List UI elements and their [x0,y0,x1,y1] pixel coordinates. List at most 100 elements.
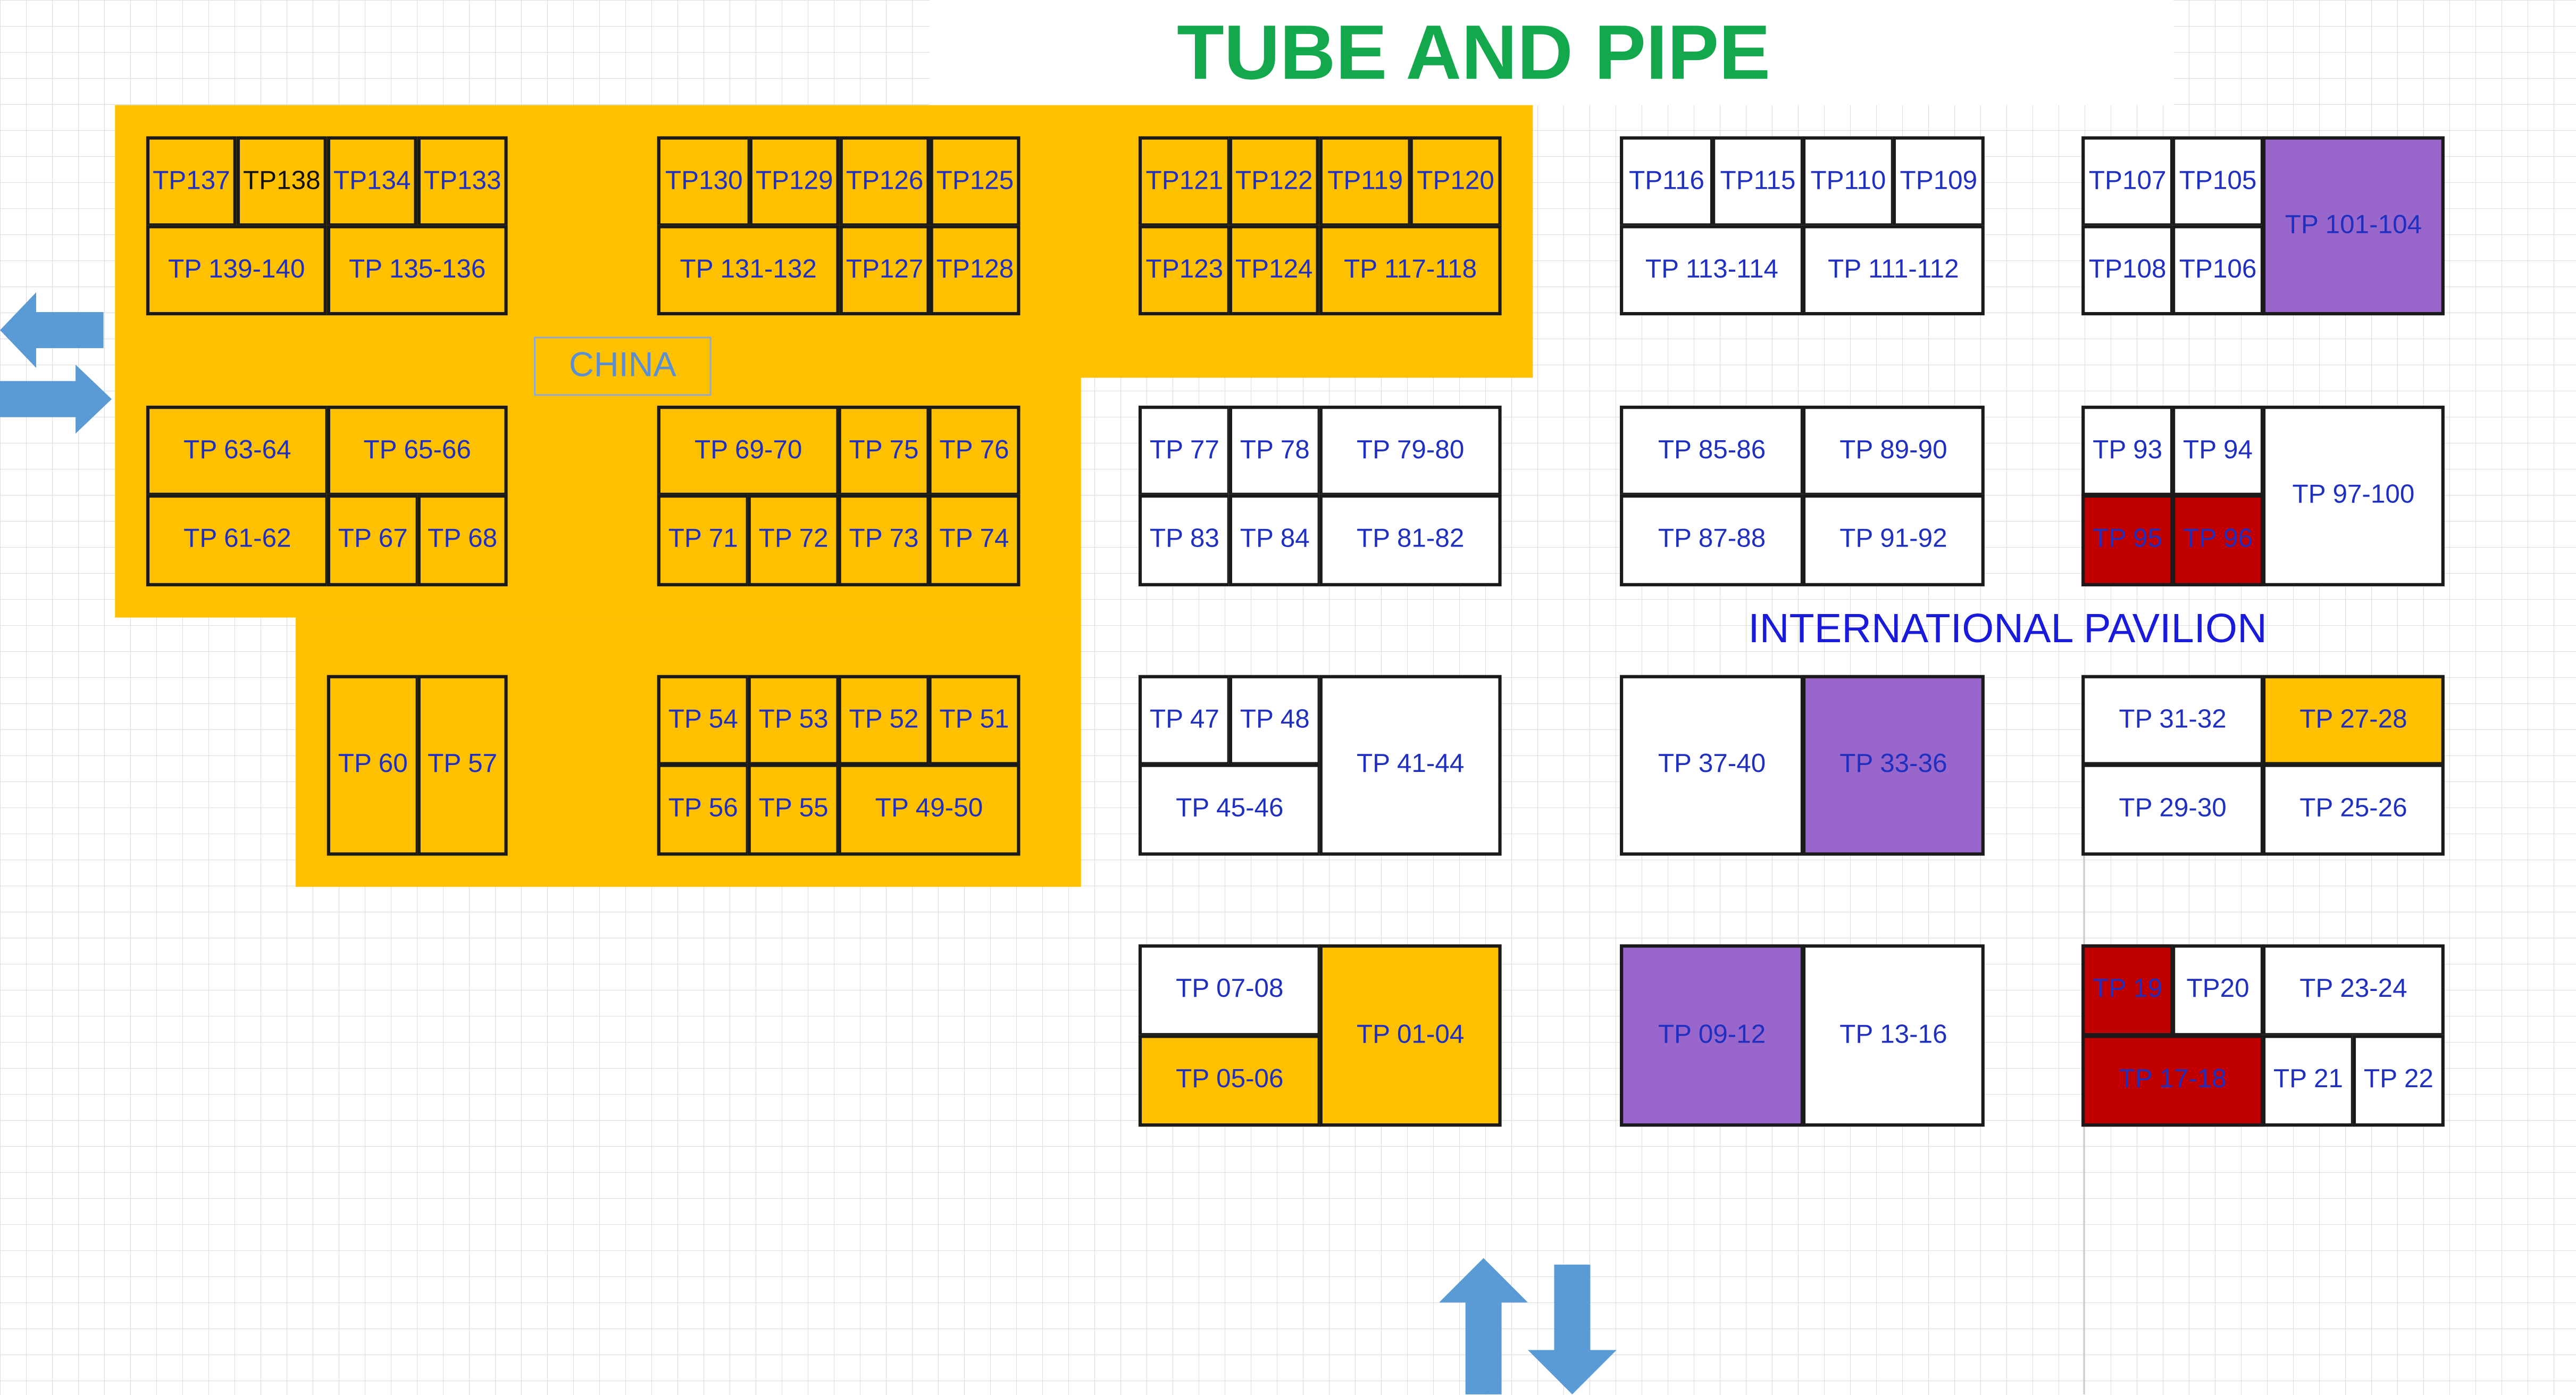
booth-tp-73[interactable]: TP 73 [838,494,930,586]
booth-tp-79-80[interactable]: TP 79-80 [1319,406,1502,496]
booth-tp-63-64[interactable]: TP 63-64 [146,406,329,496]
booth-tp124[interactable]: TP124 [1228,225,1319,316]
booth-tp-95[interactable]: TP 95 [2081,494,2174,586]
booth-tp-49-50[interactable]: TP 49-50 [838,763,1021,856]
booth-tp108[interactable]: TP108 [2081,225,2174,316]
booth-tp-25-26[interactable]: TP 25-26 [2262,763,2445,856]
booth-tp-47[interactable]: TP 47 [1138,675,1231,766]
booth-label: TP 89-90 [1839,436,1947,464]
booth-tp-74[interactable]: TP 74 [928,494,1021,586]
booth-tp-91-92[interactable]: TP 91-92 [1802,494,1985,586]
booth-tp125[interactable]: TP125 [930,136,1021,227]
booth-label: TP125 [936,166,1014,195]
booth-tp-54[interactable]: TP 54 [657,675,749,766]
booth-tp119[interactable]: TP119 [1319,136,1411,227]
booth-tp128[interactable]: TP128 [930,225,1021,316]
booth-tp-69-70[interactable]: TP 69-70 [657,406,840,496]
booth-tp123[interactable]: TP123 [1138,225,1231,316]
booth-tp-72[interactable]: TP 72 [747,494,840,586]
booth-label: TP 29-30 [2119,795,2227,823]
booth-tp-76[interactable]: TP 76 [928,406,1021,496]
booth-tp-61-62[interactable]: TP 61-62 [146,494,329,586]
booth-label: TP123 [1145,255,1224,283]
booth-tp129[interactable]: TP129 [749,136,840,227]
booth-tp-71[interactable]: TP 71 [657,494,749,586]
booth-tp-48[interactable]: TP 48 [1228,675,1321,766]
booth-label: TP 131-132 [680,255,817,283]
booth-tp-78[interactable]: TP 78 [1228,406,1321,496]
booth-tp-84[interactable]: TP 84 [1228,494,1321,586]
booth-tp-131-132[interactable]: TP 131-132 [657,225,840,316]
booth-tp-57[interactable]: TP 57 [417,675,508,856]
booth-tp-97-100[interactable]: TP 97-100 [2262,406,2445,586]
booth-tp-111-112[interactable]: TP 111-112 [1802,225,1985,316]
booth-tp-60[interactable]: TP 60 [327,675,419,856]
booth-tp-56[interactable]: TP 56 [657,763,749,856]
booth-tp105[interactable]: TP105 [2172,136,2264,227]
booth-tp-45-46[interactable]: TP 45-46 [1138,763,1321,856]
booth-tp-77[interactable]: TP 77 [1138,406,1231,496]
booth-tp-07-08[interactable]: TP 07-08 [1138,944,1321,1037]
booth-tp-83[interactable]: TP 83 [1138,494,1231,586]
booth-tp-85-86[interactable]: TP 85-86 [1620,406,1804,496]
booth-tp121[interactable]: TP121 [1138,136,1231,227]
booth-tp-113-114[interactable]: TP 113-114 [1620,225,1804,316]
booth-tp122[interactable]: TP122 [1228,136,1319,227]
booth-tp-68[interactable]: TP 68 [417,494,508,586]
booth-tp116[interactable]: TP116 [1620,136,1714,227]
booth-tp-13-16[interactable]: TP 13-16 [1802,944,1985,1127]
booth-tp-93[interactable]: TP 93 [2081,406,2174,496]
booth-tp110[interactable]: TP110 [1802,136,1894,227]
booth-tp130[interactable]: TP130 [657,136,751,227]
booth-tp-65-66[interactable]: TP 65-66 [327,406,508,496]
booth-tp-05-06[interactable]: TP 05-06 [1138,1035,1321,1127]
booth-tp-17-18[interactable]: TP 17-18 [2081,1035,2264,1127]
booth-tp106[interactable]: TP106 [2172,225,2264,316]
booth-tp-19[interactable]: TP 19 [2081,944,2174,1037]
booth-tp-135-136[interactable]: TP 135-136 [327,225,508,316]
booth-tp134[interactable]: TP134 [327,136,417,227]
booth-tp137[interactable]: TP137 [146,136,237,227]
booth-tp115[interactable]: TP115 [1712,136,1804,227]
booth-tp-41-44[interactable]: TP 41-44 [1319,675,1502,856]
booth-tp-01-04[interactable]: TP 01-04 [1319,944,1502,1127]
booth-tp-23-24[interactable]: TP 23-24 [2262,944,2445,1037]
booth-label: TP119 [1327,166,1403,195]
booth-tp-29-30[interactable]: TP 29-30 [2081,763,2264,856]
booth-tp127[interactable]: TP127 [839,225,930,316]
booth-label: TP 95 [2093,525,2163,554]
booth-tp-67[interactable]: TP 67 [327,494,419,586]
booth-tp-37-40[interactable]: TP 37-40 [1620,675,1804,856]
booth-tp138[interactable]: TP138 [236,136,327,227]
booth-tp-21[interactable]: TP 21 [2262,1035,2354,1127]
booth-tp-22[interactable]: TP 22 [2352,1035,2445,1127]
booth-label: TP 101-104 [2285,211,2422,239]
booth-tp-33-36[interactable]: TP 33-36 [1802,675,1985,856]
booth-tp-27-28[interactable]: TP 27-28 [2262,675,2445,766]
booth-tp-87-88[interactable]: TP 87-88 [1620,494,1804,586]
booth-tp-89-90[interactable]: TP 89-90 [1802,406,1985,496]
booth-tp-51[interactable]: TP 51 [928,675,1021,766]
booth-label: TP126 [846,166,924,195]
booth-tp-53[interactable]: TP 53 [747,675,840,766]
booth-tp-55[interactable]: TP 55 [747,763,840,856]
booth-label: TP 22 [2363,1065,2433,1094]
booth-tp120[interactable]: TP120 [1409,136,1502,227]
booth-tp-101-104[interactable]: TP 101-104 [2262,136,2445,316]
booth-tp-31-32[interactable]: TP 31-32 [2081,675,2264,766]
booth-label: TP 60 [338,750,408,779]
booth-label: TP 77 [1149,436,1219,464]
booth-tp-117-118[interactable]: TP 117-118 [1319,225,1502,316]
booth-tp-52[interactable]: TP 52 [838,675,930,766]
booth-tp-139-140[interactable]: TP 139-140 [146,225,327,316]
booth-tp-75[interactable]: TP 75 [838,406,930,496]
booth-tp107[interactable]: TP107 [2081,136,2174,227]
booth-tp109[interactable]: TP109 [1892,136,1985,227]
booth-tp133[interactable]: TP133 [417,136,508,227]
booth-tp20[interactable]: TP20 [2172,944,2264,1037]
booth-tp-96[interactable]: TP 96 [2172,494,2264,586]
booth-tp126[interactable]: TP126 [839,136,930,227]
booth-tp-94[interactable]: TP 94 [2172,406,2264,496]
booth-tp-81-82[interactable]: TP 81-82 [1319,494,1502,586]
booth-tp-09-12[interactable]: TP 09-12 [1620,944,1804,1127]
